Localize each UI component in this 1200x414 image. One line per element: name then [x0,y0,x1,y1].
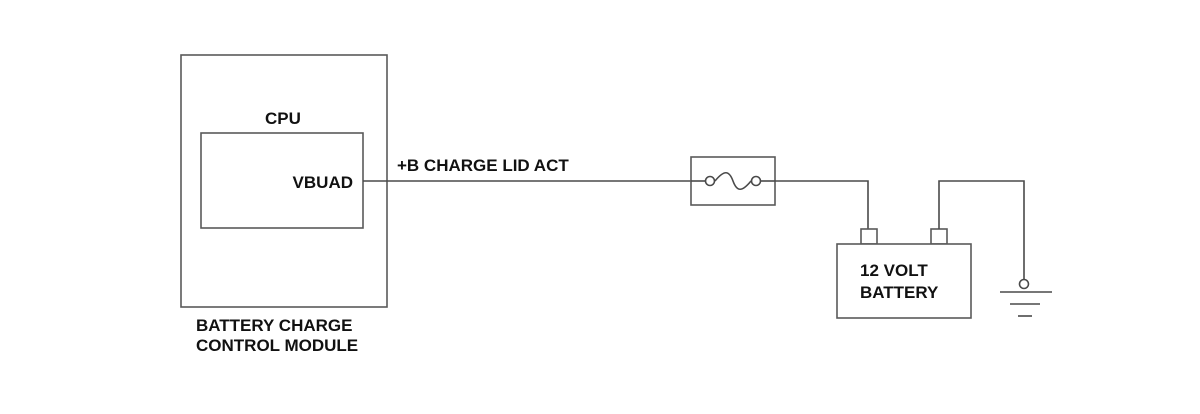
battery-positive-terminal [860,228,878,245]
module-name-line-2: CONTROL MODULE [196,336,358,355]
cpu-label: CPU [265,109,301,128]
battery-12-volt: 12 VOLT BATTERY [836,228,972,319]
battery-negative-terminal [930,228,948,245]
wire-fuse-to-battery-positive [775,180,869,229]
battery-charge-control-module: CPU VBUAD BATTERY CHARGE CONTROL MODULE [180,54,388,355]
battery-label-line-1: 12 VOLT [860,261,928,280]
cpu-block [200,132,364,229]
battery-body [836,243,972,319]
wire-battery-negative-to-ground [938,180,1025,279]
battery-label-line-2: BATTERY [860,283,939,302]
module-name-line-1: BATTERY CHARGE [196,316,352,335]
pin-label-vbuad: VBUAD [293,173,353,192]
fuse-icon [690,156,776,206]
wire-label: +B CHARGE LID ACT [397,156,569,175]
ground-icon [1000,278,1052,317]
